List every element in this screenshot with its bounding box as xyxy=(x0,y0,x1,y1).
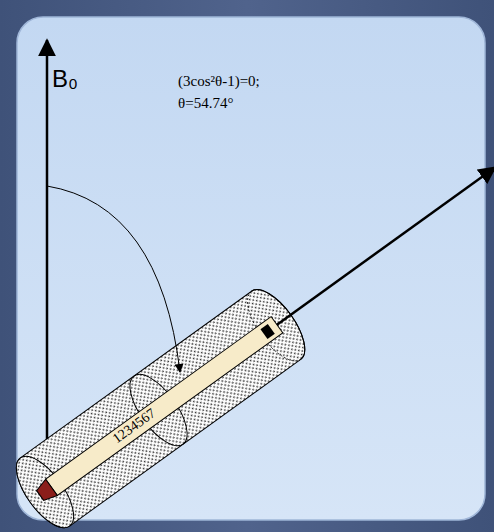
rod-tip xyxy=(34,479,57,503)
equation-label: (3cos²θ-1)=0; xyxy=(178,73,260,90)
field-arrow xyxy=(46,40,49,505)
sample-cylinder xyxy=(6,133,494,532)
rotor-rod xyxy=(46,317,283,496)
spin-axis-arrow xyxy=(277,167,494,324)
field-label: B₀ xyxy=(52,66,78,92)
angle-label: θ=54.74° xyxy=(178,95,233,112)
angle-arc xyxy=(47,186,180,372)
rod-mark xyxy=(260,324,274,339)
